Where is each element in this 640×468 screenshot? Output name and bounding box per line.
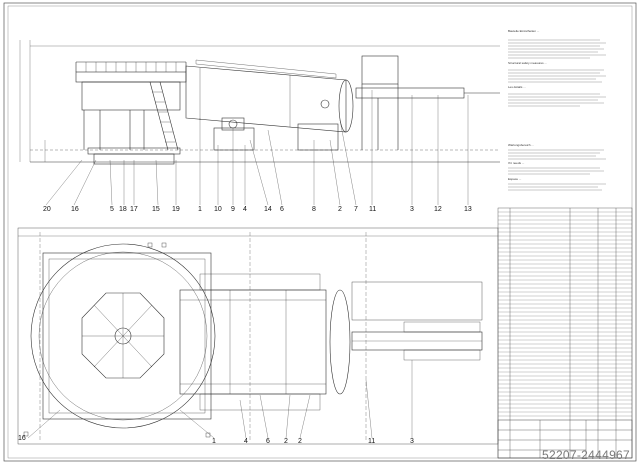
callout-label: 8 xyxy=(312,206,316,213)
callout-label: 14 xyxy=(264,206,272,213)
callout-label: 7 xyxy=(354,206,358,213)
callout-label: 16 xyxy=(18,435,26,442)
callout-label: 10 xyxy=(214,206,222,213)
callout-label: 18 xyxy=(119,206,127,213)
text-lines-right xyxy=(508,39,606,191)
side-elevation-view xyxy=(19,40,500,206)
note-fr-2: Espace ... xyxy=(508,177,522,181)
callout-label: 2 xyxy=(284,438,288,445)
watermark: 52207-2444967 xyxy=(542,448,630,462)
callout-label: 16 xyxy=(71,206,79,213)
callout-label: 15 xyxy=(152,206,160,213)
callout-label: 20 xyxy=(43,206,51,213)
callout-label: 11 xyxy=(368,438,376,445)
callout-label: 17 xyxy=(130,206,138,213)
note-de: Bauteile Einzelheiten ... xyxy=(508,29,540,33)
callout-label: 11 xyxy=(369,206,377,213)
note-en: Structural safety measures ... xyxy=(508,61,548,65)
callout-label: 12 xyxy=(434,206,442,213)
note-de-2: Wartungsbereich ... xyxy=(508,143,534,147)
parts-list-table xyxy=(497,207,633,459)
callout-label: 19 xyxy=(172,206,180,213)
callout-label: 3 xyxy=(410,438,414,445)
callout-label: 6 xyxy=(280,206,284,213)
callout-label: 2 xyxy=(298,438,302,445)
callout-label: 2 xyxy=(338,206,342,213)
callout-label: 5 xyxy=(110,206,114,213)
note-fr: Les détails ... xyxy=(508,85,526,89)
callout-label: 1 xyxy=(198,206,202,213)
callout-label: 4 xyxy=(243,206,247,213)
note-en-2: If it needs ... xyxy=(508,161,525,165)
callout-label: 4 xyxy=(244,438,248,445)
callout-label: 1 xyxy=(212,438,216,445)
callout-label: 9 xyxy=(231,206,235,213)
callout-label: 3 xyxy=(410,206,414,213)
callout-label: 13 xyxy=(464,206,472,213)
plan-view xyxy=(17,227,499,445)
callout-label: 6 xyxy=(266,438,270,445)
